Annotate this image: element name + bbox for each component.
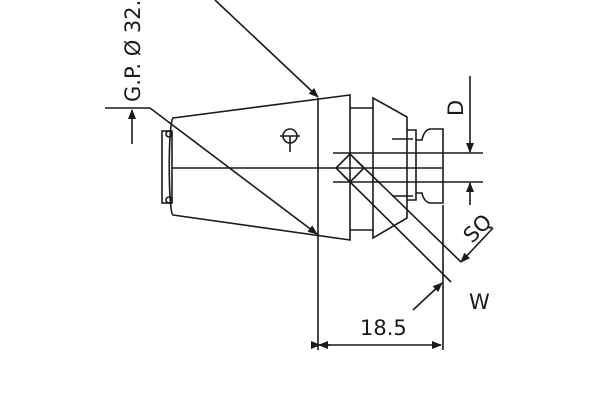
neck (350, 107, 373, 231)
gauge-plane-label: G.P. Ø 32. (121, 0, 145, 102)
sq-arrow (460, 227, 494, 263)
length-label: 18.5 (360, 316, 407, 340)
nut-cone (372, 96, 408, 240)
gp-arrow-bottom (105, 107, 318, 235)
d-label: D (444, 100, 468, 116)
orientation-symbol-icon (280, 128, 300, 152)
sq-label: SQ (459, 209, 497, 247)
w-label: W (469, 290, 490, 314)
pull-stud (407, 128, 444, 204)
cap-pin-bottom (165, 196, 173, 204)
w-arrow (412, 282, 443, 311)
gp-arrow-top (214, 0, 319, 98)
cap-pin-top (165, 130, 173, 138)
taper-body (168, 94, 351, 241)
